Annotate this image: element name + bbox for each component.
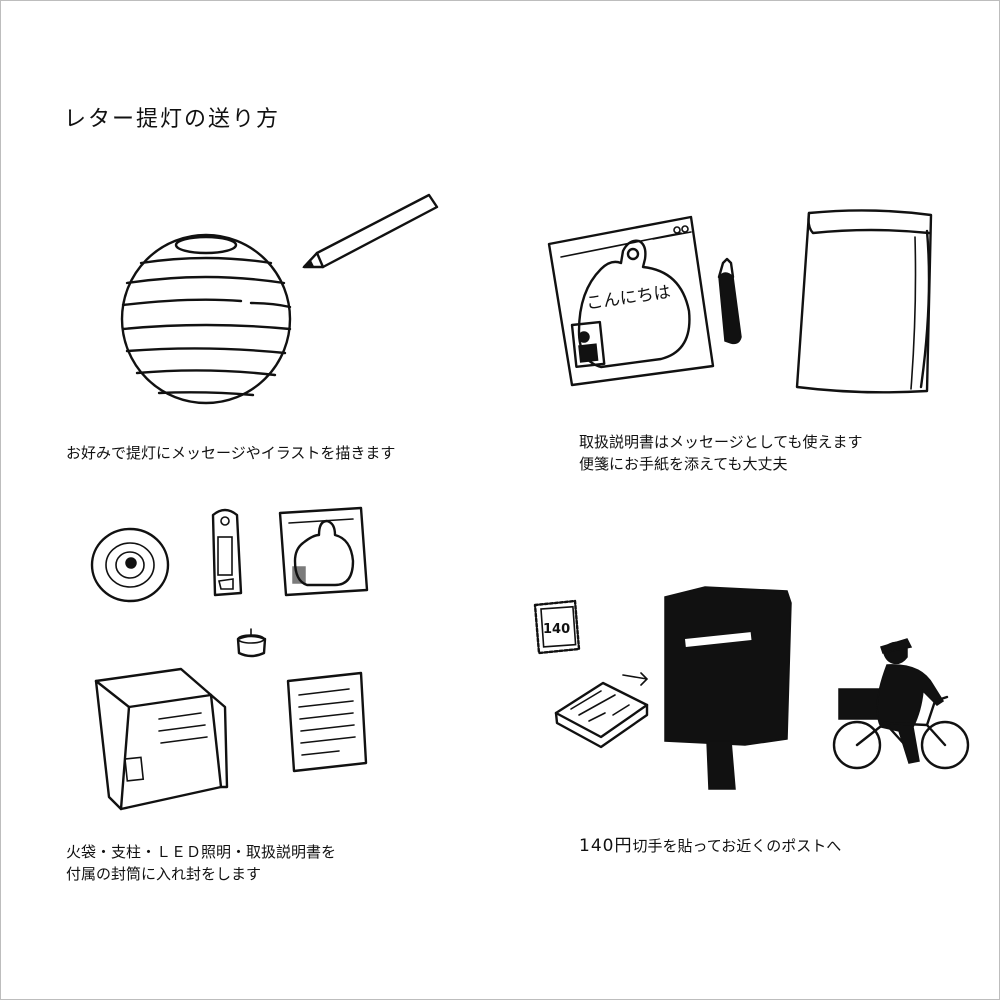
mailbox-icon bbox=[664, 586, 792, 790]
step-4-text: 切手を貼ってお近くのポストへ bbox=[632, 837, 842, 855]
notepad-icon bbox=[795, 209, 933, 394]
instruction-card-icon: こんにちは bbox=[547, 215, 715, 387]
stand-icon bbox=[211, 508, 243, 597]
stamp-value: 140 bbox=[543, 622, 570, 637]
card-icon bbox=[278, 506, 369, 597]
postage-price: 140円 bbox=[579, 836, 633, 856]
step-2-line-2: 便箋にお手紙を添えても大丈夫 bbox=[579, 455, 788, 473]
step-3-line-1: 火袋・支柱・ＬＥＤ照明・取扱説明書を bbox=[66, 843, 337, 861]
lantern-icon bbox=[120, 233, 292, 405]
step-1-line-1: お好みで提灯にメッセージやイラストを描きます bbox=[66, 444, 396, 462]
step-3-caption: 火袋・支柱・ＬＥＤ照明・取扱説明書を 付属の封筒に入れ封をします bbox=[66, 841, 336, 885]
coil-icon bbox=[90, 527, 170, 603]
document-icon bbox=[286, 671, 368, 773]
delivery-bicycle-icon bbox=[832, 638, 970, 770]
step-3-line-2: 付属の封筒に入れ封をします bbox=[66, 865, 262, 883]
pencil-icon bbox=[302, 193, 439, 269]
step-2-line-1: 取扱説明書はメッセージとしても使えます bbox=[579, 433, 863, 451]
fountain-pen-icon bbox=[717, 257, 742, 345]
page-title: レター提灯の送り方 bbox=[64, 107, 281, 132]
parcel-icon bbox=[554, 672, 649, 749]
card-message: こんにちは bbox=[585, 282, 672, 314]
envelope-icon bbox=[94, 667, 229, 811]
step-4-caption: 140円切手を貼ってお近くのポストへ bbox=[579, 835, 841, 857]
tealight-icon bbox=[236, 628, 267, 658]
step-2-caption: 取扱説明書はメッセージとしても使えます 便箋にお手紙を添えても大丈夫 bbox=[579, 431, 863, 475]
step-1-caption: お好みで提灯にメッセージやイラストを描きます bbox=[66, 442, 395, 464]
stamp-icon: 140 bbox=[533, 599, 581, 655]
